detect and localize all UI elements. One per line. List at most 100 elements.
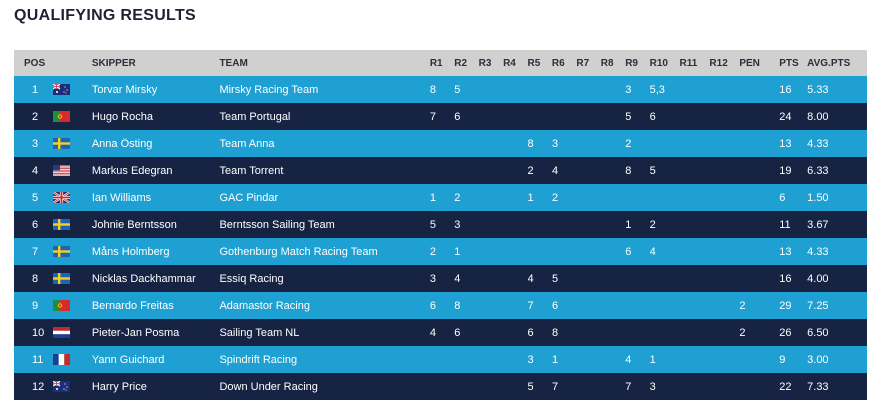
sweden-flag-icon [52,273,92,284]
column-header-pos: POS [24,57,46,69]
position-cell: 9 [32,299,39,312]
race-2-cell: 3 [454,218,461,231]
average-points-cell: 5.33 [807,83,829,96]
team-cell: Team Anna [219,137,275,150]
race-6-cell: 3 [551,137,559,150]
column-header-r1: R1 [429,57,443,69]
race-10-cell: 1 [649,353,656,366]
race-6-cell: 1 [551,353,559,366]
race-1-cell: 1 [429,191,436,204]
average-points-cell: 4.33 [807,245,829,258]
points-cell: 9 [779,353,786,366]
points-cell: 29 [779,299,792,312]
position-cell: 7 [32,245,39,258]
column-header-r9: R9 [625,57,638,69]
race-5-cell: 3 [527,353,534,366]
column-header-pts: PTS [779,57,799,69]
points-cell: 16 [779,83,792,96]
race-10-cell: 2 [649,218,656,231]
column-header-skipper: SKIPPER [91,57,136,69]
team-cell: Down Under Racing [219,380,318,393]
team-cell: Berntsson Sailing Team [219,218,335,231]
race-9-cell: 2 [625,137,632,150]
average-points-cell: 7.33 [807,380,829,393]
race-2-cell: 6 [454,110,461,123]
average-points-cell: 1.50 [807,191,829,204]
race-2-cell: 8 [454,299,461,312]
race-6-cell: 5 [551,272,559,285]
position-cell: 10 [32,326,45,339]
average-points-cell: 3.00 [807,353,829,366]
position-cell: 6 [32,218,39,231]
column-header-r10: R10 [649,57,668,69]
race-1-cell: 4 [429,326,436,339]
average-points-cell: 3.67 [807,218,829,231]
race-1-cell: 2 [429,245,436,258]
race-5-cell: 4 [527,272,534,285]
points-cell: 11 [779,218,791,231]
australia-flag-icon [52,84,92,95]
column-header-r7: R7 [576,57,590,69]
portugal-flag-icon [52,111,92,122]
column-header-r5: R5 [527,57,541,69]
position-cell: 3 [32,137,39,150]
race-5-cell: 6 [527,326,534,339]
points-cell: 22 [779,380,792,393]
race-9-cell: 4 [625,353,632,366]
race-1-cell: 5 [429,218,436,231]
race-5-cell: 1 [527,191,534,204]
race-9-cell: 7 [625,380,632,393]
column-header-avg-pts: AVG.PTS [807,57,851,69]
race-10-cell: 5,3 [649,83,665,96]
page-title: QUALIFYING RESULTS [14,7,196,24]
race-9-cell: 6 [625,245,632,258]
race-6-cell: 2 [551,191,559,204]
points-cell: 13 [779,137,792,150]
position-cell: 4 [32,164,39,177]
sweden-flag-icon [52,246,92,257]
position-cell: 12 [32,380,45,393]
column-header-r6: R6 [551,57,565,69]
race-2-cell: 6 [454,326,461,339]
column-header-pen: PEN [739,57,760,69]
sweden-flag-icon [52,138,92,149]
race-5-cell: 7 [527,299,534,312]
points-cell: 19 [779,164,792,177]
skipper-cell: Markus Edegran [91,164,173,177]
position-cell: 1 [32,83,39,96]
team-cell: Essiq Racing [219,272,284,285]
skipper-cell: Måns Holmberg [91,245,170,258]
average-points-cell: 7.25 [807,299,829,312]
race-5-cell: 5 [527,380,534,393]
netherlands-flag-icon [52,327,92,338]
race-9-cell: 8 [625,164,632,177]
team-cell: Team Torrent [219,164,284,177]
race-10-cell: 6 [649,110,656,123]
race-2-cell: 5 [454,83,461,96]
race-9-cell: 3 [625,83,632,96]
australia-flag-icon [52,381,92,392]
skipper-cell: Ian Williams [91,191,152,204]
race-9-cell: 1 [625,218,632,231]
skipper-cell: Torvar Mirsky [91,83,158,96]
points-cell: 26 [779,326,792,339]
race-6-cell: 7 [551,380,559,393]
points-cell: 24 [779,110,792,123]
position-cell: 5 [32,191,39,204]
skipper-cell: Nicklas Dackhammar [91,272,196,285]
usa-flag-icon [52,165,92,176]
team-cell: Sailing Team NL [219,326,300,339]
race-2-cell: 1 [454,245,461,258]
column-header-r4: R4 [503,57,516,69]
column-header-r11: R11 [679,57,698,69]
portugal-flag-icon [52,300,92,311]
